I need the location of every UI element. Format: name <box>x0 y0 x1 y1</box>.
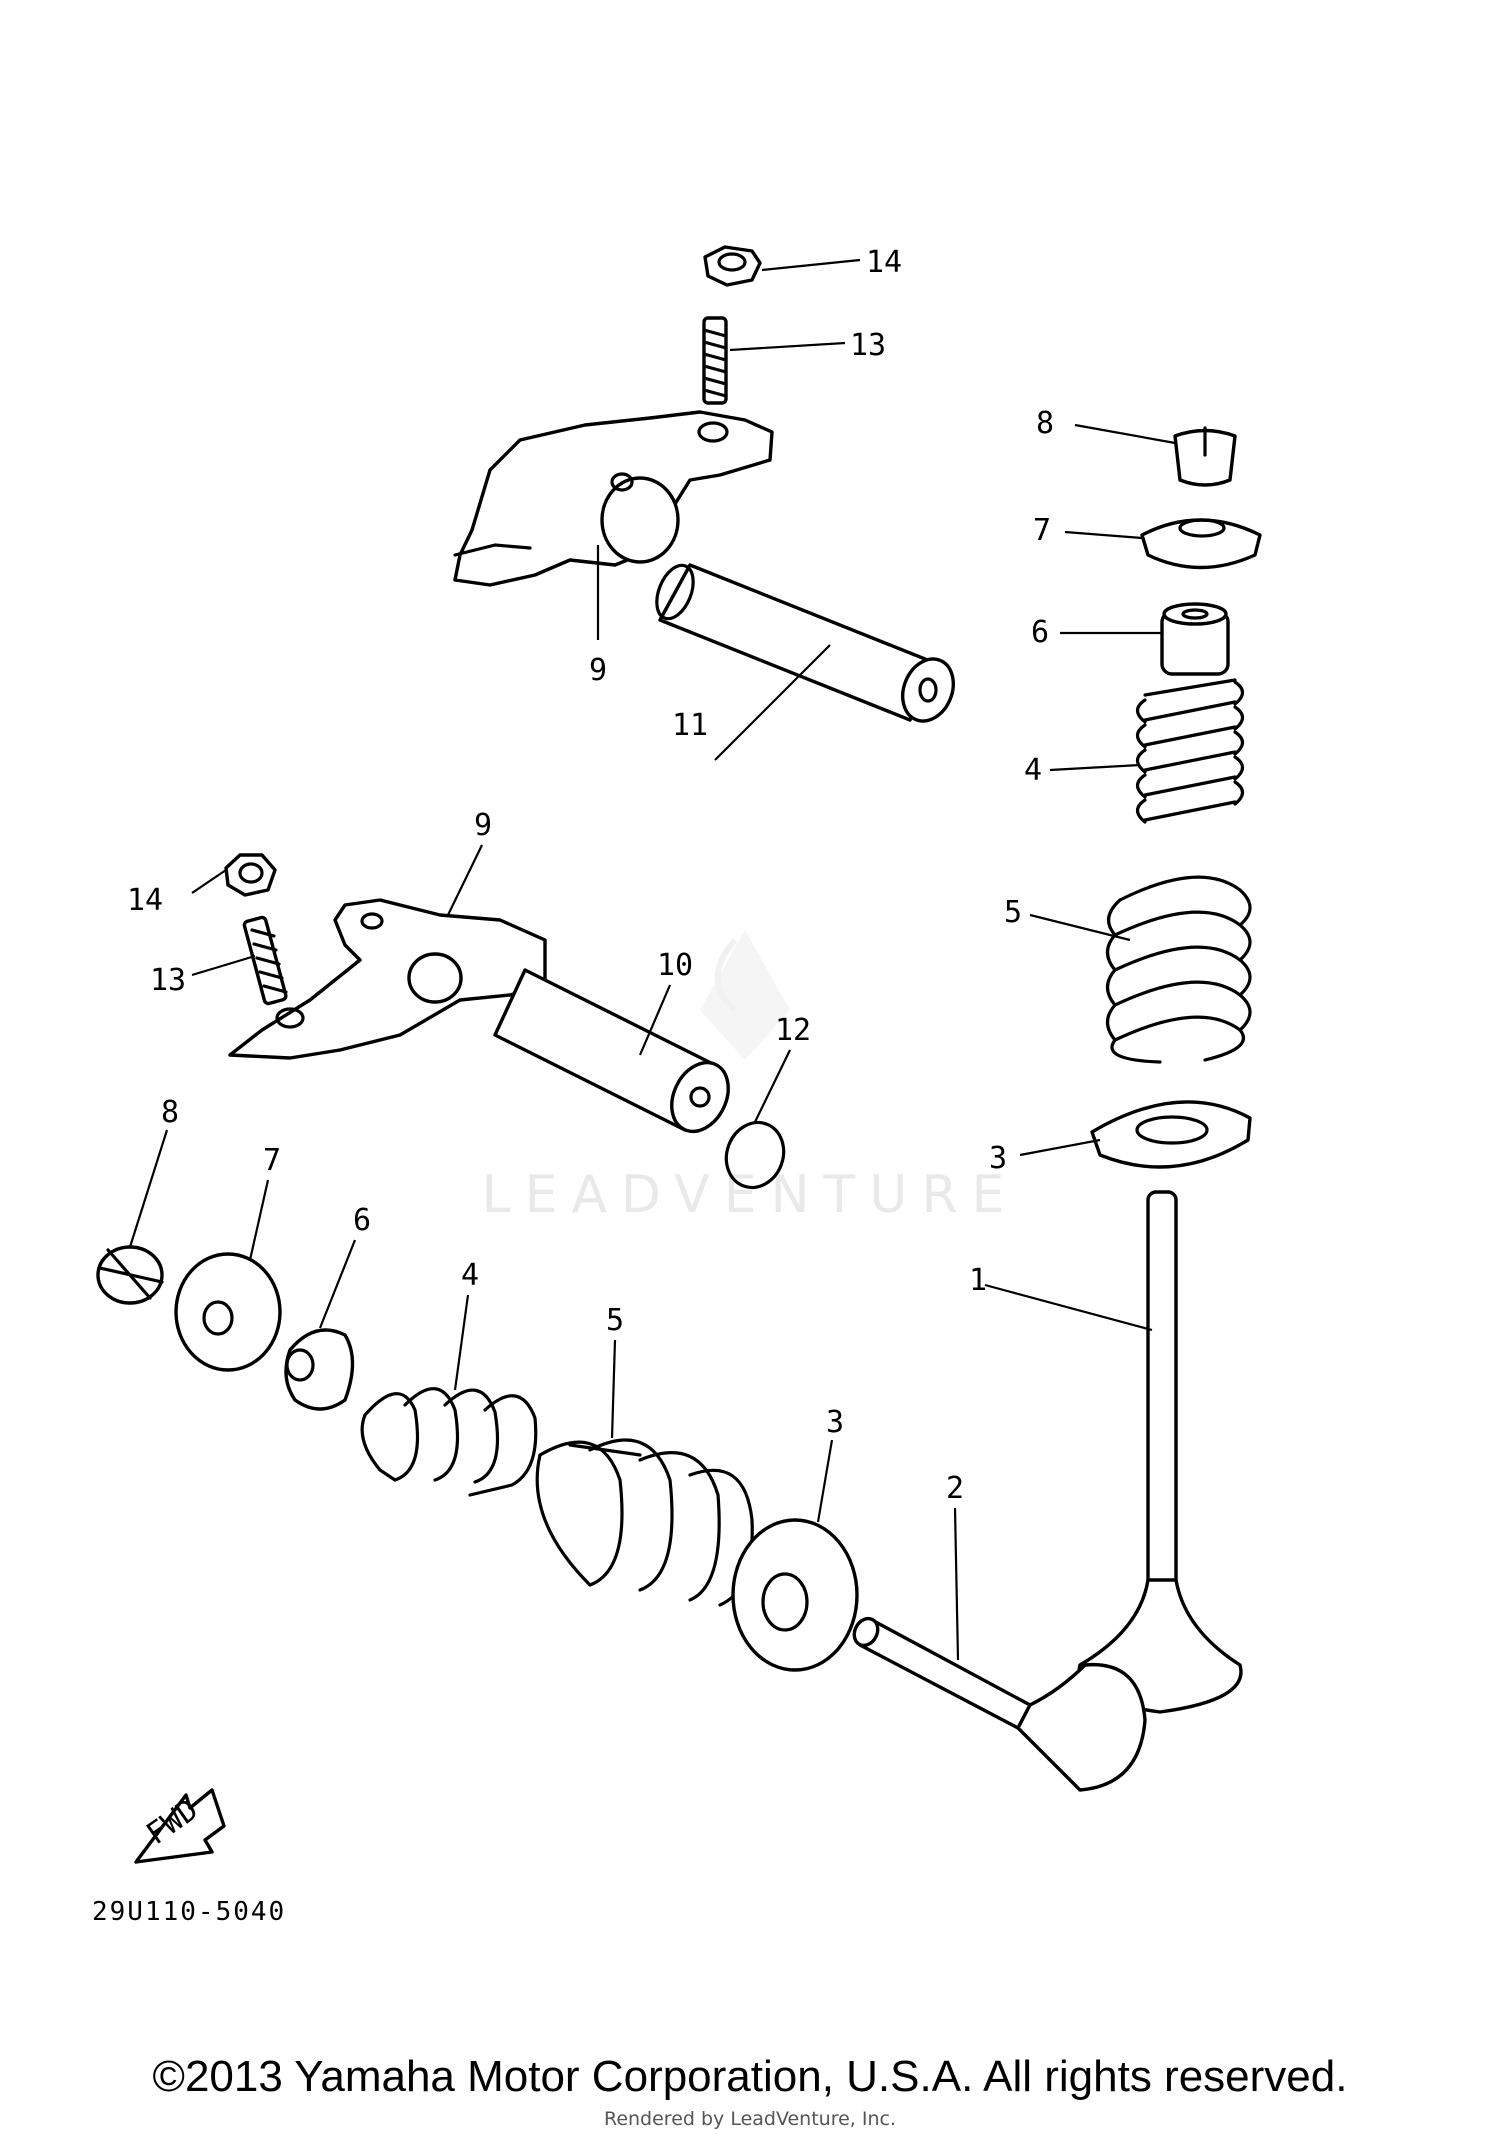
callout-b-seat: 3 <box>826 1405 844 1440</box>
middle-adjuster-stud <box>242 915 288 1006</box>
callout-mid-stud: 13 <box>150 963 186 998</box>
bottom-valve-stem-seal <box>284 1328 355 1411</box>
rendered-by-credit: Rendered by LeadVenture, Inc. <box>603 2108 897 2130</box>
right-spring-seat <box>1090 1100 1252 1169</box>
top-rocker-shaft <box>655 563 955 723</box>
top-nut <box>703 245 762 287</box>
middle-o-ring <box>724 1120 786 1190</box>
callout-mid-arm: 9 <box>474 808 492 843</box>
right-intake-valve <box>1077 1190 1243 1714</box>
callout-b-cotter: 8 <box>161 1095 179 1130</box>
bottom-spring-seat <box>731 1518 859 1672</box>
right-spring-retainer <box>1140 518 1262 570</box>
callout-r-cotter: 8 <box>1036 406 1054 441</box>
callout-top-nut: 14 <box>866 245 902 280</box>
leader-lines <box>128 258 1176 1661</box>
fwd-arrow-icon <box>134 1788 226 1864</box>
right-valve-stem-seal <box>1160 602 1230 676</box>
callout-r-seal: 6 <box>1031 615 1049 650</box>
callout-mid-oring: 12 <box>775 1013 811 1048</box>
callout-top-stud: 13 <box>850 328 886 363</box>
bottom-valve-cotter <box>96 1245 164 1305</box>
top-rocker-arm <box>453 410 774 587</box>
callout-b-retainer: 7 <box>263 1143 281 1178</box>
callout-b-seal: 6 <box>353 1203 371 1238</box>
bottom-spring-retainer <box>174 1252 282 1372</box>
right-outer-spring <box>1105 875 1252 1064</box>
bottom-outer-spring <box>535 1438 754 1607</box>
right-valve-cotter <box>1173 426 1237 487</box>
callout-top-arm: 9 <box>589 653 607 688</box>
callout-b-outer-spring: 5 <box>606 1303 624 1338</box>
callout-r-inner-spring: 4 <box>1024 753 1042 788</box>
middle-rocker-shaft <box>493 968 730 1134</box>
bottom-exhaust-valve <box>852 1616 1147 1792</box>
middle-rocker-arm <box>228 898 547 1060</box>
callout-mid-nut: 14 <box>127 883 163 918</box>
bottom-inner-spring <box>360 1387 538 1497</box>
watermark-text: LEADVENTURE <box>482 1165 1019 1225</box>
top-adjuster-stud <box>702 316 728 405</box>
callout-b-inner-spring: 4 <box>461 1258 479 1293</box>
callout-b-valve: 2 <box>946 1471 964 1506</box>
copyright-notice: ©2013 Yamaha Motor Corporation, U.S.A. A… <box>152 2052 1348 2101</box>
diagram-code: 29U110-5040 <box>92 1897 286 1927</box>
callout-r-outer-spring: 5 <box>1004 895 1022 930</box>
callout-r-seat: 3 <box>989 1141 1007 1176</box>
callout-numbers: 14 13 9 11 14 13 9 10 12 8 7 6 4 5 3 1 8… <box>127 245 1054 1506</box>
watermark-logo <box>700 930 790 1060</box>
callout-r-valve: 1 <box>969 1263 987 1298</box>
right-inner-spring <box>1135 678 1245 824</box>
callout-mid-shaft: 10 <box>657 948 693 983</box>
callout-r-retainer: 7 <box>1033 513 1051 548</box>
callout-top-shaft: 11 <box>672 708 708 743</box>
middle-nut <box>224 853 277 897</box>
